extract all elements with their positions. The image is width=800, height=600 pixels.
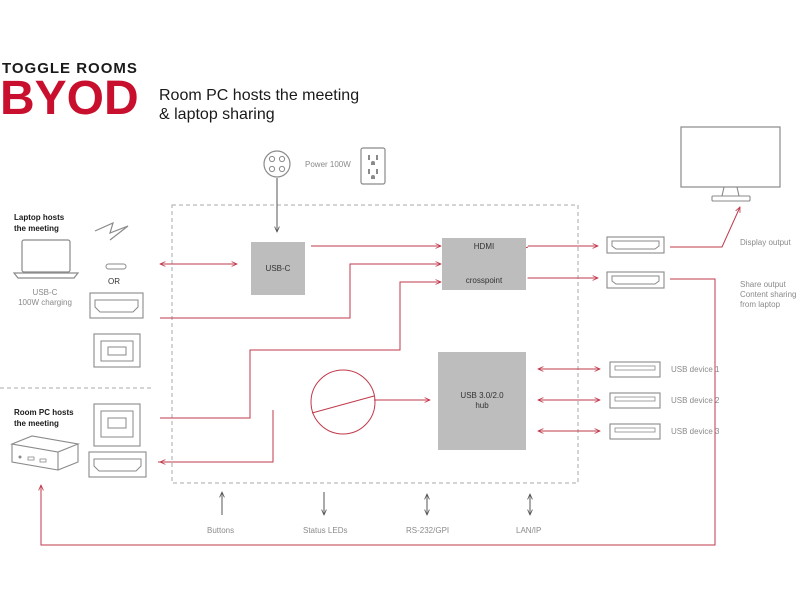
power-label: Power 100W — [305, 160, 351, 169]
control-arrows — [222, 492, 530, 515]
usb-device-1-icon — [609, 361, 661, 378]
hub-label-line-1: USB 3.0/2.0 — [460, 391, 504, 400]
hdmi-crosspoint-block: HDMI crosspoint — [442, 238, 526, 290]
laptop-title-line-1: Laptop hosts — [14, 213, 65, 222]
usbc-port-icon — [105, 263, 127, 270]
status-leds-label: Status LEDs — [303, 526, 348, 535]
buttons-label: Buttons — [207, 526, 235, 535]
laptop-title: Laptop hosts the meeting — [14, 212, 64, 234]
share-output-line-3: from laptop — [740, 300, 781, 309]
signal-lines — [41, 207, 741, 546]
header-subtitle: Room PC hosts the meeting & laptop shari… — [159, 86, 389, 124]
header-title: BYOD — [0, 72, 139, 125]
power-plug-icon — [263, 150, 291, 178]
subtitle-line-2: & laptop sharing — [159, 106, 275, 123]
hdmi-port-icon-2 — [88, 451, 147, 478]
source-switch — [310, 369, 376, 435]
or-label: OR — [108, 277, 120, 286]
usbc-block: USB-C — [251, 242, 305, 295]
laptop-title-line-2: the meeting — [14, 224, 59, 233]
share-output-label: Share output Content sharing from laptop — [740, 280, 796, 310]
laptop-caption-line-1: USB-C — [32, 288, 58, 297]
power-outlet-icon — [360, 147, 386, 185]
crosspoint-block-label: crosspoint — [465, 276, 503, 285]
share-output-line-1: Share output — [740, 280, 786, 289]
usb-device-1-label: USB device 1 — [671, 365, 720, 374]
usb-b-port-icon-2 — [93, 403, 141, 447]
room-pc-title-line-2: the meeting — [14, 419, 59, 428]
hub-label-line-2: hub — [475, 401, 489, 410]
usb-device-2-icon — [609, 392, 661, 409]
header-kicker: TOGGLE ROOMS — [2, 60, 138, 77]
room-pc-title-line-1: Room PC hosts — [14, 408, 74, 417]
subtitle-line-1: Room PC hosts the meeting — [159, 87, 360, 104]
rs232-label: RS-232/GPI — [406, 526, 450, 535]
room-pc-icon — [9, 435, 81, 471]
share-output-line-2: Content sharing — [740, 290, 797, 299]
usb-device-3-label: USB device 3 — [671, 427, 720, 436]
lightning-icon — [94, 221, 129, 241]
lan-label: LAN/IP — [516, 526, 542, 535]
hdmi-output-1-icon — [606, 236, 665, 254]
usb-device-2-label: USB device 2 — [671, 396, 720, 405]
hdmi-port-icon — [89, 292, 144, 319]
usb-hub-block: USB 3.0/2.0 hub — [438, 352, 526, 450]
room-pc-title: Room PC hosts the meeting — [14, 407, 74, 429]
monitor-icon — [680, 126, 781, 202]
laptop-caption-line-2: 100W charging — [18, 298, 72, 307]
hdmi-output-2-icon — [606, 271, 665, 289]
laptop-icon — [12, 239, 80, 279]
laptop-caption: USB-C 100W charging — [17, 288, 73, 308]
usb-device-3-icon — [609, 423, 661, 440]
hdmi-block-label: HDMI — [473, 242, 495, 251]
device-boundary — [171, 204, 579, 484]
usb-b-port-icon — [93, 333, 141, 368]
display-output-label: Display output — [740, 238, 791, 247]
usbc-block-label: USB-C — [265, 263, 291, 273]
